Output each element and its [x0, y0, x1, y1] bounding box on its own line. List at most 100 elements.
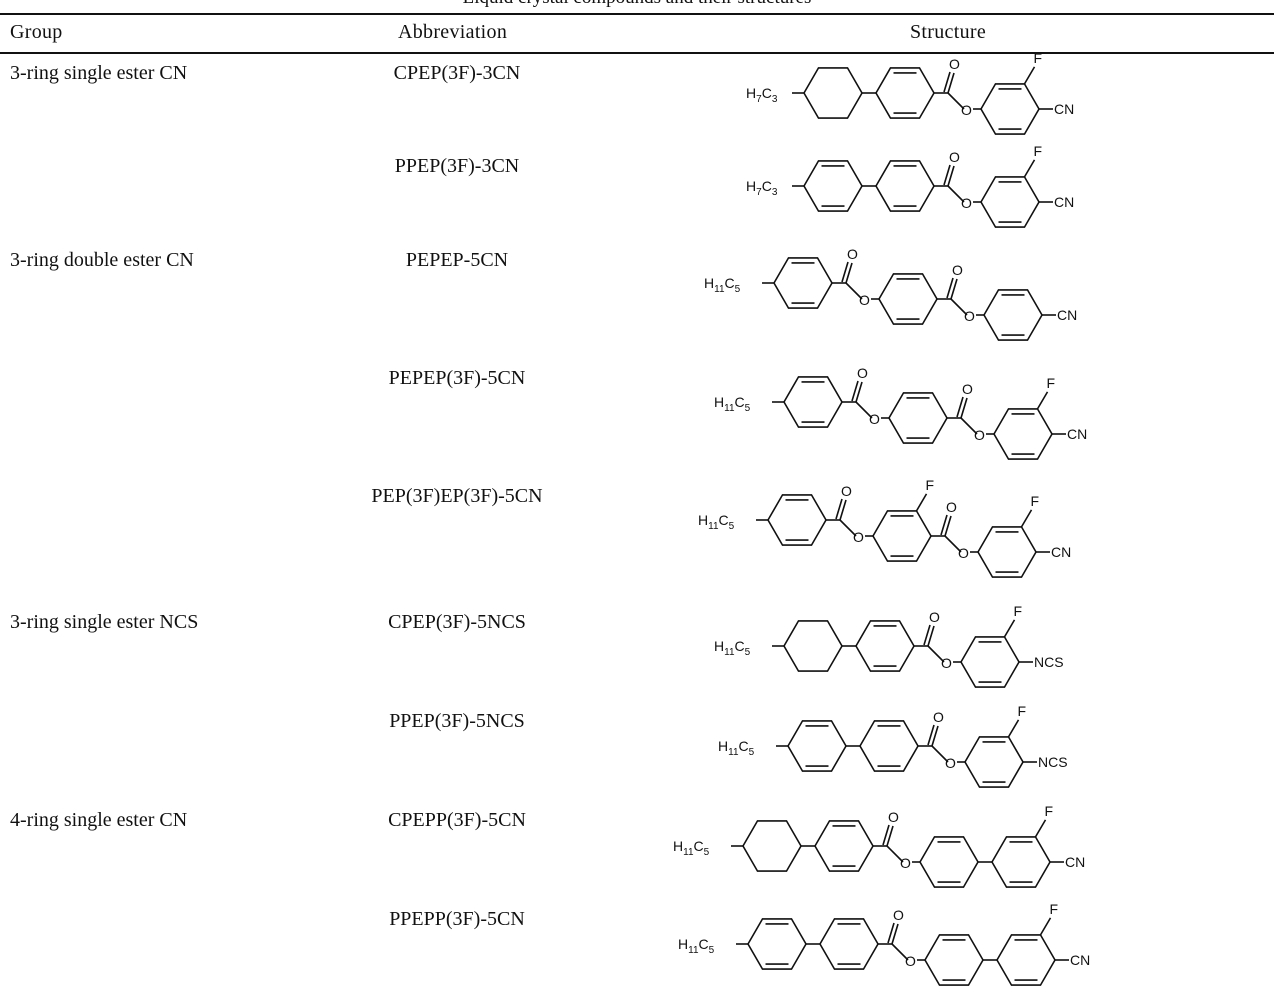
- ester-oxygen-label: O: [853, 529, 864, 545]
- c-f-bond: [1020, 509, 1033, 528]
- benzene-ring: [983, 289, 1043, 341]
- carbonyl-bond: [956, 396, 964, 418]
- benzene-ring: [747, 918, 807, 970]
- header-rule: [0, 52, 1274, 54]
- ester-bond: [947, 92, 965, 110]
- ester-bond: [960, 417, 978, 435]
- ester-bond: [931, 745, 949, 763]
- alkyl-chain-label: H7C3: [746, 178, 778, 198]
- ester-oxygen-label: O: [900, 855, 911, 871]
- carbonyl-bond: [923, 624, 931, 646]
- fluorine-label: F: [1050, 901, 1059, 917]
- c-f-bond: [1034, 819, 1047, 838]
- carbonyl-bond: [946, 277, 954, 299]
- ester-oxygen-label: O: [945, 755, 956, 771]
- carbonyl-oxygen-label: O: [952, 262, 963, 278]
- c-f-bond: [1007, 719, 1020, 738]
- cyano-label: CN: [1070, 952, 1090, 968]
- ester-oxygen-label: O: [869, 411, 880, 427]
- benzene-ring: [783, 376, 843, 428]
- ester-oxygen-label: O: [974, 427, 985, 443]
- header-structure: Structure: [910, 21, 987, 43]
- fluorine-label: F: [1047, 375, 1056, 391]
- header-abbreviation: Abbreviation: [398, 21, 508, 43]
- benzene-ring: [773, 257, 833, 309]
- c-f-bond: [1036, 391, 1049, 410]
- carbonyl-bond: [940, 514, 948, 536]
- benzene-ring: [888, 392, 948, 444]
- c-f-bond: [915, 493, 928, 512]
- cyano-label: CN: [1051, 544, 1071, 560]
- benzene-ring: [855, 620, 915, 672]
- ester-oxygen-label: O: [958, 545, 969, 561]
- alkyl-chain-label: H11C5: [718, 738, 755, 758]
- carbonyl-bond: [855, 381, 863, 403]
- abbreviation: CPEPP(3F)-5CN: [388, 809, 526, 831]
- abbreviation: CPEP(3F)-3CN: [393, 62, 521, 84]
- cyclohexane-ring: [803, 67, 863, 119]
- top-rule: [0, 13, 1274, 15]
- benzene-ring: [960, 636, 1020, 688]
- ester-bond: [944, 535, 962, 553]
- carbonyl-bond: [931, 725, 939, 747]
- alkyl-chain-label: H11C5: [698, 512, 735, 532]
- carbonyl-bond: [839, 499, 847, 521]
- ester-bond: [947, 185, 965, 203]
- benzene-ring: [924, 934, 984, 986]
- c-f-bond: [1003, 619, 1016, 638]
- benzene-ring: [919, 836, 979, 888]
- benzene-ring: [875, 160, 935, 212]
- abbreviation: PPEP(3F)-5NCS: [389, 710, 525, 732]
- carbonyl-oxygen-label: O: [949, 56, 960, 72]
- c-f-bond: [1023, 66, 1036, 85]
- cyano-label: CN: [1067, 426, 1087, 442]
- abbreviation: PEPEP-5CN: [405, 249, 509, 271]
- fluorine-label: F: [1014, 603, 1023, 619]
- ester-bond: [950, 298, 968, 316]
- fluorine-label: F: [1045, 803, 1054, 819]
- cyano-label: CN: [1054, 194, 1074, 210]
- benzene-ring: [859, 720, 919, 772]
- isothiocyanate-label: NCS: [1038, 754, 1068, 770]
- abbreviation: PPEPP(3F)-5CN: [389, 908, 525, 930]
- cyclohexane-ring: [742, 820, 802, 872]
- carbonyl-bond: [841, 261, 849, 283]
- cyano-label: CN: [1054, 101, 1074, 117]
- header-group: Group: [10, 21, 63, 43]
- ester-bond: [845, 282, 863, 300]
- abbreviation: PPEP(3F)-3CN: [394, 155, 520, 177]
- carbonyl-bond: [886, 825, 894, 847]
- carbonyl-bond: [947, 72, 955, 94]
- ester-oxygen-label: O: [859, 292, 870, 308]
- benzene-ring: [996, 934, 1056, 986]
- benzene-ring: [767, 494, 827, 546]
- alkyl-chain-label: H11C5: [704, 275, 741, 295]
- group-label: 3-ring single ester NCS: [10, 611, 199, 633]
- carbonyl-oxygen-label: O: [841, 483, 852, 499]
- ester-bond: [886, 845, 904, 863]
- ester-oxygen-label: O: [961, 195, 972, 211]
- carbonyl-bond: [944, 515, 952, 537]
- ester-bond: [855, 401, 873, 419]
- ester-oxygen-label: O: [905, 953, 916, 969]
- group-label: 3-ring single ester CN: [10, 62, 188, 84]
- fluorine-label: F: [1031, 493, 1040, 509]
- benzene-ring: [964, 736, 1024, 788]
- abbreviation: CPEP(3F)-5NCS: [388, 611, 526, 633]
- alkyl-chain-label: H11C5: [673, 838, 710, 858]
- carbonyl-bond: [960, 397, 968, 419]
- fluorine-label: F: [1034, 50, 1043, 66]
- alkyl-chain-label: H11C5: [714, 638, 751, 658]
- benzene-ring: [787, 720, 847, 772]
- carbonyl-oxygen-label: O: [962, 381, 973, 397]
- carbonyl-oxygen-label: O: [888, 809, 899, 825]
- carbonyl-bond: [887, 922, 895, 944]
- ester-bond: [891, 943, 909, 961]
- benzene-ring: [980, 83, 1040, 135]
- carbonyl-bond: [947, 165, 955, 187]
